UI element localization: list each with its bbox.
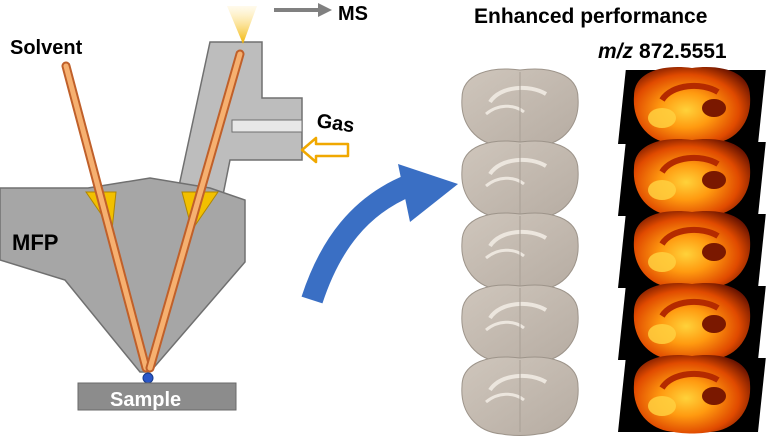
ms-heatmap-image [618, 283, 766, 362]
ms-label: MS [338, 3, 368, 25]
solvent-label: Solvent [10, 37, 83, 59]
gas-arrow [300, 136, 350, 164]
optical-slice-image [461, 140, 579, 220]
curved-arrow [301, 164, 458, 304]
mfp-label: MFP [12, 230, 58, 255]
ms-heatmap-image [618, 355, 766, 434]
optical-slice-image [461, 356, 579, 436]
mz-value: 872.5551 [639, 40, 727, 63]
gas-label: Gas [315, 110, 356, 137]
sample-label: Sample [110, 389, 181, 411]
optical-slice-image [461, 284, 579, 364]
ms-image-column [618, 67, 766, 434]
enhanced-performance-title: Enhanced performance [474, 5, 707, 28]
optical-slice-image [461, 212, 579, 292]
sample-droplet [142, 372, 154, 384]
optical-slice-image [461, 68, 579, 148]
mz-italic: m/z [598, 40, 634, 63]
ms-heatmap-image [618, 67, 766, 146]
ms-arrow [274, 3, 332, 17]
ms-heatmap-image [618, 139, 766, 218]
sample-slab [77, 382, 237, 411]
optical-image-column [461, 68, 579, 436]
ms-heatmap-image [618, 211, 766, 290]
spray-cone [227, 6, 257, 44]
